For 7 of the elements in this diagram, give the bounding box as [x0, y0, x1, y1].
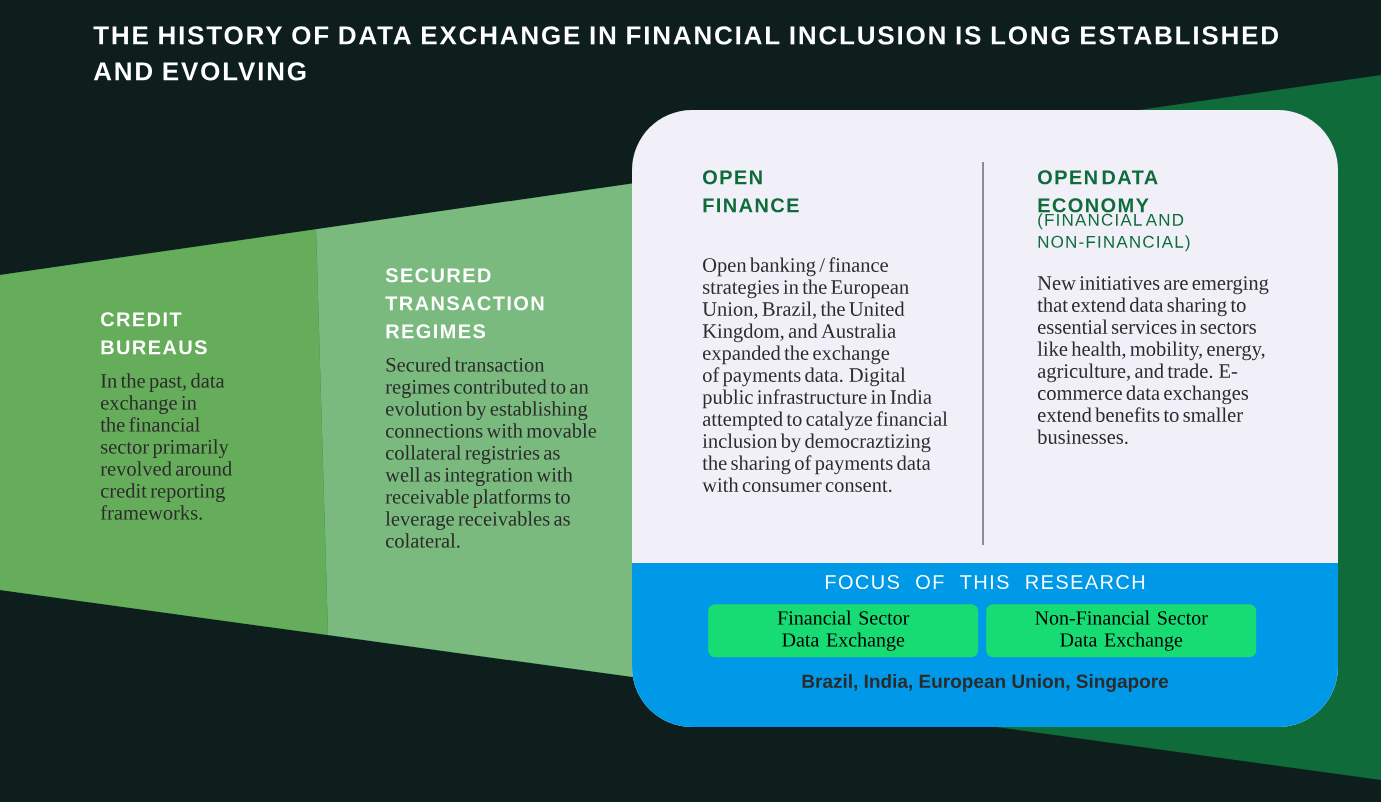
timeline-band: CREDIT BUREAUS In the past, data exchange in the financial sector primarily revolved around credit reporting frameworks. — [0, 229, 328, 636]
label-box: Non-Financial Sector Data Exchange — [986, 604, 1257, 658]
timeline-band: SECURED TRANSACTION REGIMES Secured transaction regimes contributed to an evolution by establishing connections with movable collateral registries as well as integration with receivable platforms to leverage receivables as colateral. — [316, 179, 660, 681]
label-box: Financial Sector Data Exchange — [708, 604, 979, 658]
title: THE HISTORY OF DATA EXCHANGE IN FINANCIAL INCLUSION IS LONG ESTABLISHED AND EVOLVING — [93, 26, 1278, 81]
text-column: OPEN DATA ECONOMY (FINANCIAL AND NON-FINANCIAL) New initiatives are emerging that extend data sharing to essential services in sectors like health, mobility, energy, agriculture, and trade. E-commerce data exchanges extend benefits to smaller businesses. — [1037, 170, 1269, 445]
text-column: OPEN FINANCE Open banking / finance strategies in the European Union, Brazil, the United Kingdom, and Australia expanded the exchange of payments data. Digital public infrastructure in India attempted to catalyze financial inclusion by democraztizing the sharing of payments data with consumer consent. — [702, 170, 948, 493]
